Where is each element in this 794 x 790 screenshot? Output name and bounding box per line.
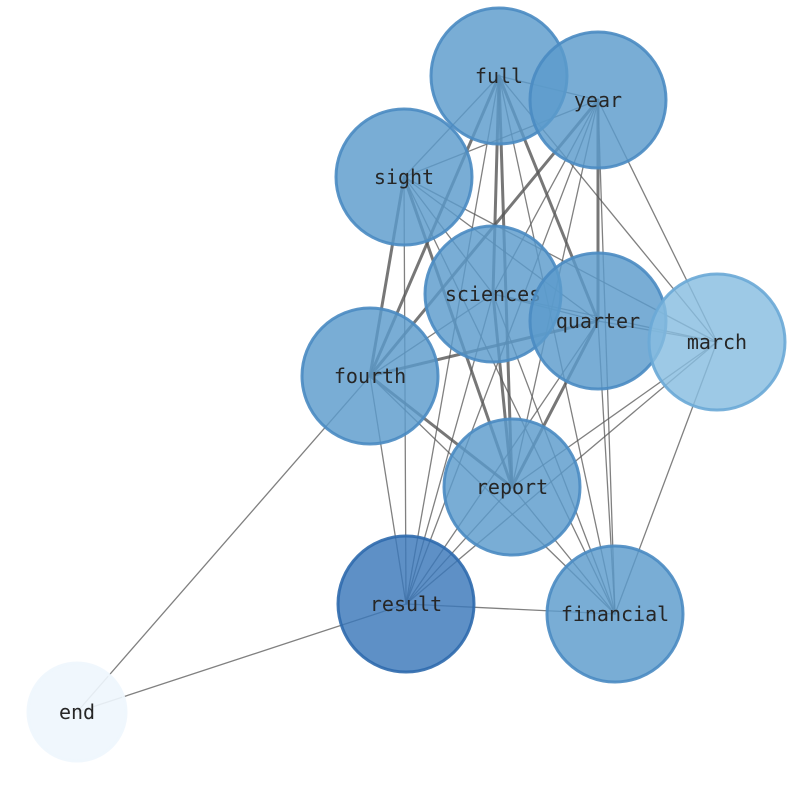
node-circle-fourth	[300, 306, 440, 446]
node-label-march: march	[687, 330, 747, 354]
node-sight: sight	[334, 107, 474, 247]
node-circle-sight	[334, 107, 474, 247]
node-circle-march	[647, 272, 787, 412]
nodes-layer: full year sight sciences quarter march fourth r…	[26, 6, 787, 763]
node-circle-result	[336, 534, 476, 674]
node-label-year: year	[574, 88, 622, 112]
edge-sight-financial	[403, 176, 616, 615]
node-label-fourth: fourth	[334, 364, 406, 388]
node-quarter: quarter	[528, 251, 668, 391]
node-label-end: end	[59, 700, 95, 724]
node-fourth: fourth	[300, 306, 440, 446]
node-circle-year	[528, 30, 668, 170]
node-label-report: report	[476, 475, 548, 499]
node-label-sight: sight	[374, 165, 434, 189]
edge-fourth-end	[76, 375, 371, 713]
node-financial: financial	[545, 544, 685, 684]
node-report: report	[442, 417, 582, 557]
node-result: result	[336, 534, 476, 674]
node-circle-end	[26, 661, 128, 763]
node-march: march	[647, 272, 787, 412]
node-label-quarter: quarter	[556, 309, 640, 333]
node-label-sciences: sciences	[445, 282, 541, 306]
node-label-financial: financial	[561, 602, 669, 626]
node-end: end	[26, 661, 128, 763]
node-label-result: result	[370, 592, 442, 616]
node-circle-financial	[545, 544, 685, 684]
node-label-full: full	[475, 64, 523, 88]
node-circle-report	[442, 417, 582, 557]
node-year: year	[528, 30, 668, 170]
